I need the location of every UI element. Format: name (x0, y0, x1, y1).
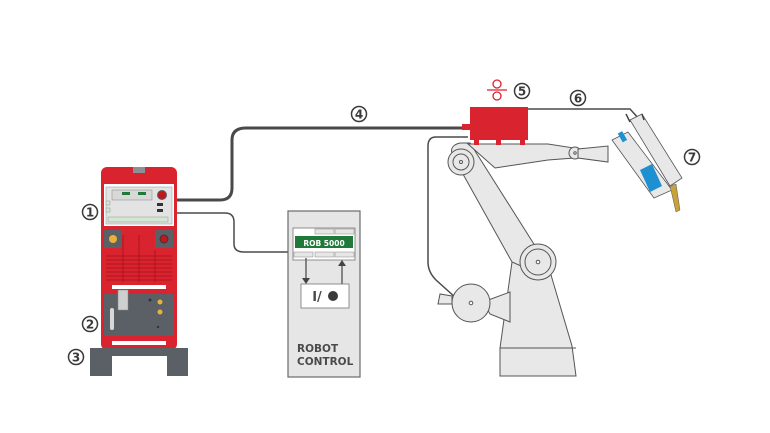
svg-text:3: 3 (72, 351, 80, 365)
svg-text:1: 1 (86, 206, 94, 220)
callout-5: 5 (513, 82, 531, 100)
wirefeed-return-cable (427, 136, 468, 299)
svg-text:7: 7 (688, 151, 696, 165)
robot-arm (437, 142, 609, 377)
callout-2: 2 (81, 315, 99, 333)
control-cable (176, 212, 290, 253)
robot-control-title-line2: CONTROL (297, 356, 354, 368)
welding-torch (611, 113, 683, 213)
power-source (101, 167, 177, 350)
io-dot-icon (328, 291, 338, 301)
callout-3: 3 (67, 348, 85, 366)
callout-7: 7 (683, 148, 701, 166)
robot-control-title-line1: ROBOT (297, 343, 339, 355)
drive-rolls-icon (487, 79, 507, 101)
robot-control-cabinet (287, 210, 361, 378)
arrow-down-icon (302, 278, 310, 284)
svg-text:4: 4 (355, 108, 363, 122)
callout-6: 6 (569, 89, 587, 107)
cart (90, 348, 188, 376)
callout-4: 4 (350, 105, 368, 123)
hosepack-6 (528, 108, 641, 121)
svg-text:6: 6 (574, 92, 582, 106)
wirefeeder (462, 79, 528, 145)
rob5000-module (295, 236, 353, 248)
svg-text:2: 2 (86, 318, 94, 332)
interconnecting-cable-4 (176, 126, 468, 202)
rob5000-label: ROB 5000 (303, 239, 344, 248)
io-label: I/ (312, 290, 322, 305)
callout-1: 1 (81, 203, 99, 221)
svg-text:5: 5 (518, 85, 526, 99)
arrow-up-icon (338, 260, 346, 266)
